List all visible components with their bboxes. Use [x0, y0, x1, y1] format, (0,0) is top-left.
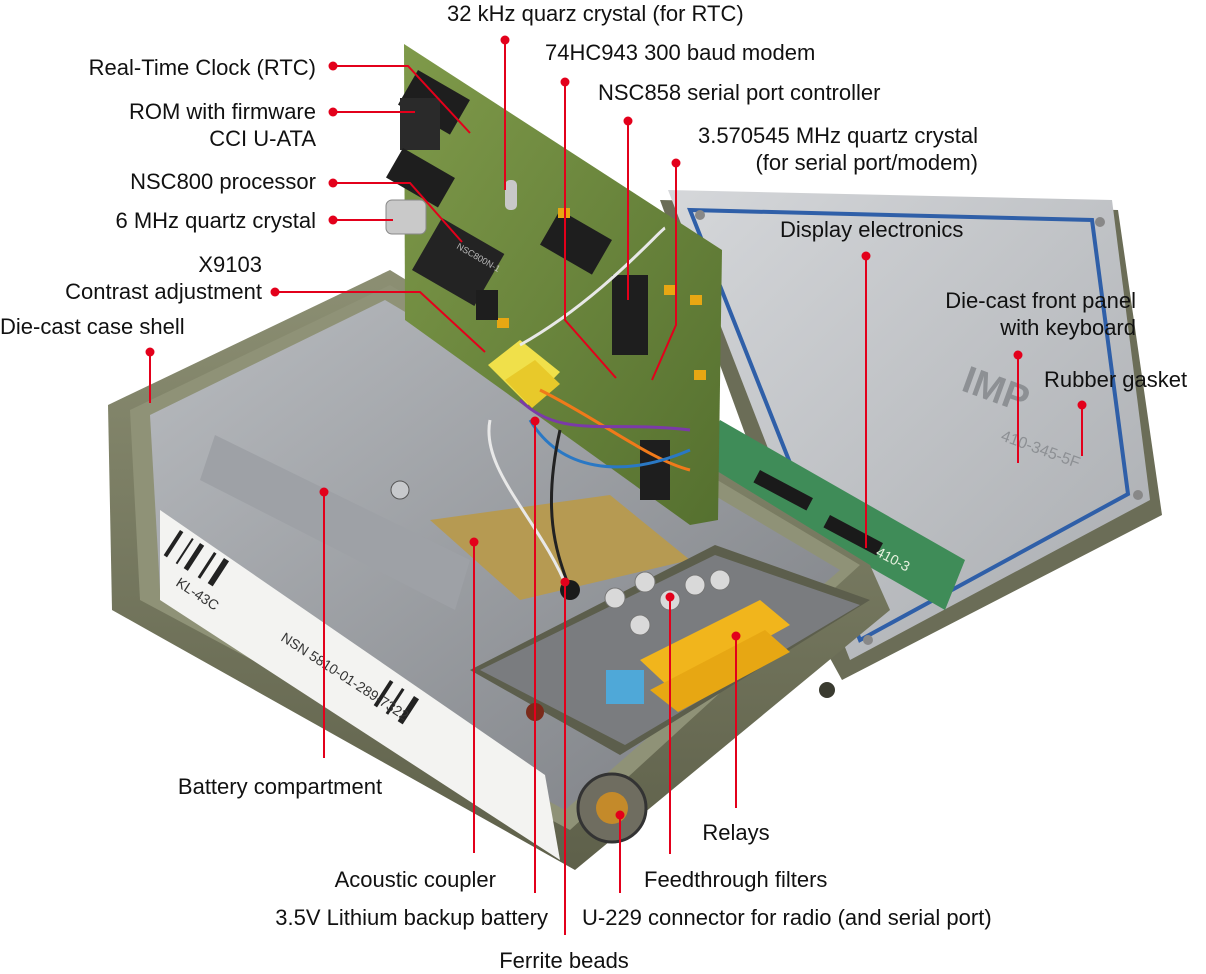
label-6mhz-crystal: 6 MHz quartz crystal	[115, 208, 317, 233]
main-pcb: NSC800N-1	[385, 44, 722, 525]
display-pcb: 410-3	[700, 420, 965, 610]
label-feedthrough-filters: Feedthrough filters	[644, 867, 828, 892]
quartz-6m	[385, 199, 427, 235]
label-rom-line2: CCI U-ATA	[209, 126, 316, 151]
label-contrast: Contrast adjustment	[65, 279, 262, 304]
label-acoustic-coupler: Acoustic coupler	[334, 867, 496, 892]
label-case-shell: Die-cast case shell	[0, 314, 185, 339]
case-label	[160, 510, 560, 860]
label-backup-battery: 3.5V Lithium backup battery	[275, 905, 548, 930]
barcode	[163, 530, 420, 725]
label-rtc: Real-Time Clock (RTC)	[88, 55, 316, 80]
x9103-chip	[476, 290, 498, 320]
modem-chip	[540, 210, 612, 275]
label-357mhz-crystal-note: (for serial port/modem)	[755, 150, 978, 175]
rom-chip	[400, 98, 440, 150]
label-relays: Relays	[702, 820, 770, 845]
label-ferrite-beads: Ferrite beads	[499, 948, 629, 973]
label-front-panel-line2: with keyboard	[1000, 315, 1136, 340]
relays	[640, 600, 790, 712]
label-processor: NSC800 processor	[130, 169, 316, 194]
label-357mhz-crystal: 3.570545 MHz quartz crystal	[697, 123, 978, 148]
label-display-electronics: Display electronics	[780, 217, 964, 242]
panel-screw	[695, 210, 705, 220]
case-port	[819, 682, 835, 698]
capacitor	[606, 670, 644, 704]
label-rom-line1: ROM with firmware	[128, 99, 316, 124]
label-rubber-gasket: Rubber gasket	[1044, 367, 1188, 392]
battery-compartment	[200, 435, 470, 610]
acoustic-coupler-plate	[430, 495, 690, 600]
label-modem: 74HC943 300 baud modem	[545, 40, 816, 65]
label-battery-compartment: Battery compartment	[177, 774, 383, 799]
panel-screw	[1133, 490, 1143, 500]
label-serial-controller: NSC858 serial port controller	[598, 80, 881, 105]
feedthrough-filters	[604, 569, 731, 636]
front-panel: IMP 410-345-5F	[660, 190, 1162, 680]
panel-screw	[1095, 217, 1105, 227]
label-x9103: X9103	[198, 252, 262, 277]
label-front-panel-line1: Die-cast front panel	[945, 288, 1136, 313]
label-u229-connector: U-229 connector for radio (and serial po…	[582, 905, 992, 930]
callout-leaders	[145, 35, 1087, 935]
quartz-32k	[505, 180, 517, 210]
panel-screw	[863, 635, 873, 645]
cpu-chip	[412, 218, 505, 306]
serial-controller-chip	[612, 275, 648, 355]
label-32khz-crystal: 32 kHz quarz crystal (for RTC)	[447, 1, 744, 26]
